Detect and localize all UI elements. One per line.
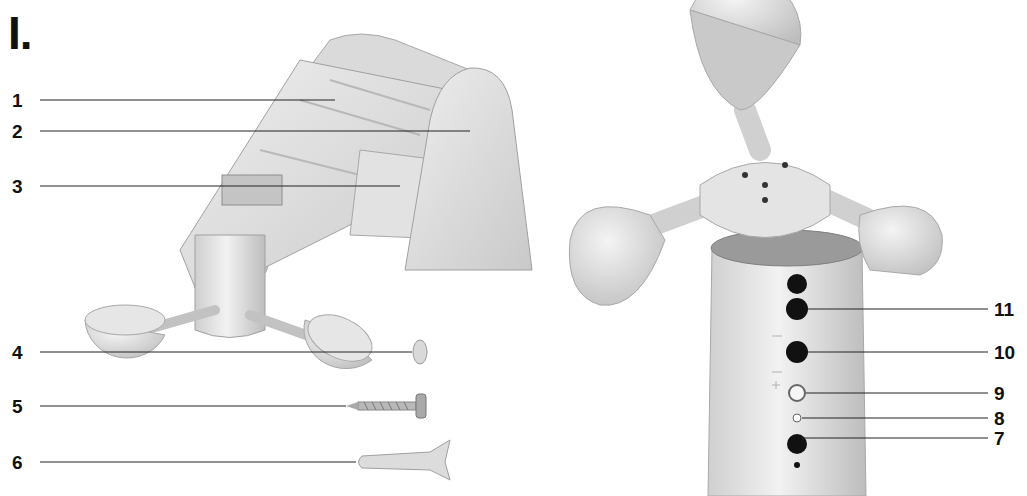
- port: [787, 434, 807, 454]
- callout-number: 11: [994, 300, 1014, 319]
- closeup: [569, 0, 942, 496]
- hub-hole: [762, 197, 768, 203]
- washer: [413, 340, 427, 364]
- leader-line: [40, 406, 346, 407]
- pole: [708, 250, 866, 496]
- callout-number: 3: [12, 177, 23, 196]
- sensor-assembly: [85, 34, 532, 370]
- leader-line: [806, 393, 988, 394]
- hub-hole: [762, 182, 768, 188]
- leader-lines: [40, 100, 988, 462]
- battery-contacts: [222, 175, 282, 205]
- mounting-bracket: [405, 68, 532, 270]
- hub: [700, 163, 830, 238]
- figure-heading: I.: [8, 10, 32, 56]
- fixing-parts: [346, 340, 450, 480]
- callout-number: 5: [12, 397, 23, 416]
- leader-line: [40, 100, 335, 101]
- callout-number: 4: [12, 343, 23, 362]
- leader-line: [808, 352, 988, 353]
- callout-number: 10: [994, 343, 1015, 362]
- pole-marking: [772, 336, 782, 389]
- wind-cup: [569, 207, 665, 306]
- callout-number: 2: [12, 122, 23, 141]
- led: [793, 414, 801, 422]
- callout-number: 7: [994, 429, 1005, 448]
- sensor-column: [195, 235, 265, 338]
- screw-head: [416, 394, 426, 418]
- callout-number: 6: [12, 453, 23, 472]
- reset-hole: [794, 462, 800, 468]
- callout-number: 9: [994, 384, 1005, 403]
- leader-line: [808, 309, 988, 310]
- port: [787, 274, 807, 294]
- leader-line: [802, 418, 988, 419]
- leader-line: [40, 186, 400, 187]
- port: [786, 298, 808, 320]
- hub-hole: [782, 162, 788, 168]
- port: [786, 341, 808, 363]
- callout-number: 1: [12, 91, 23, 110]
- wind-cup: [690, 10, 800, 110]
- screw-tip: [346, 402, 358, 410]
- leader-line: [801, 438, 988, 439]
- wind-cup: [859, 206, 943, 275]
- leader-line: [40, 352, 412, 353]
- screw-thread: [364, 402, 408, 410]
- callout-number: 8: [994, 409, 1005, 428]
- cup-rim: [85, 305, 165, 335]
- leader-line: [40, 462, 356, 463]
- cup-rim: [301, 306, 380, 371]
- wall-plug: [359, 440, 451, 480]
- cup-arm: [145, 310, 320, 340]
- screw-shaft: [358, 402, 416, 410]
- button: [789, 385, 805, 401]
- leader-line: [40, 131, 470, 132]
- hub-hole: [742, 172, 748, 178]
